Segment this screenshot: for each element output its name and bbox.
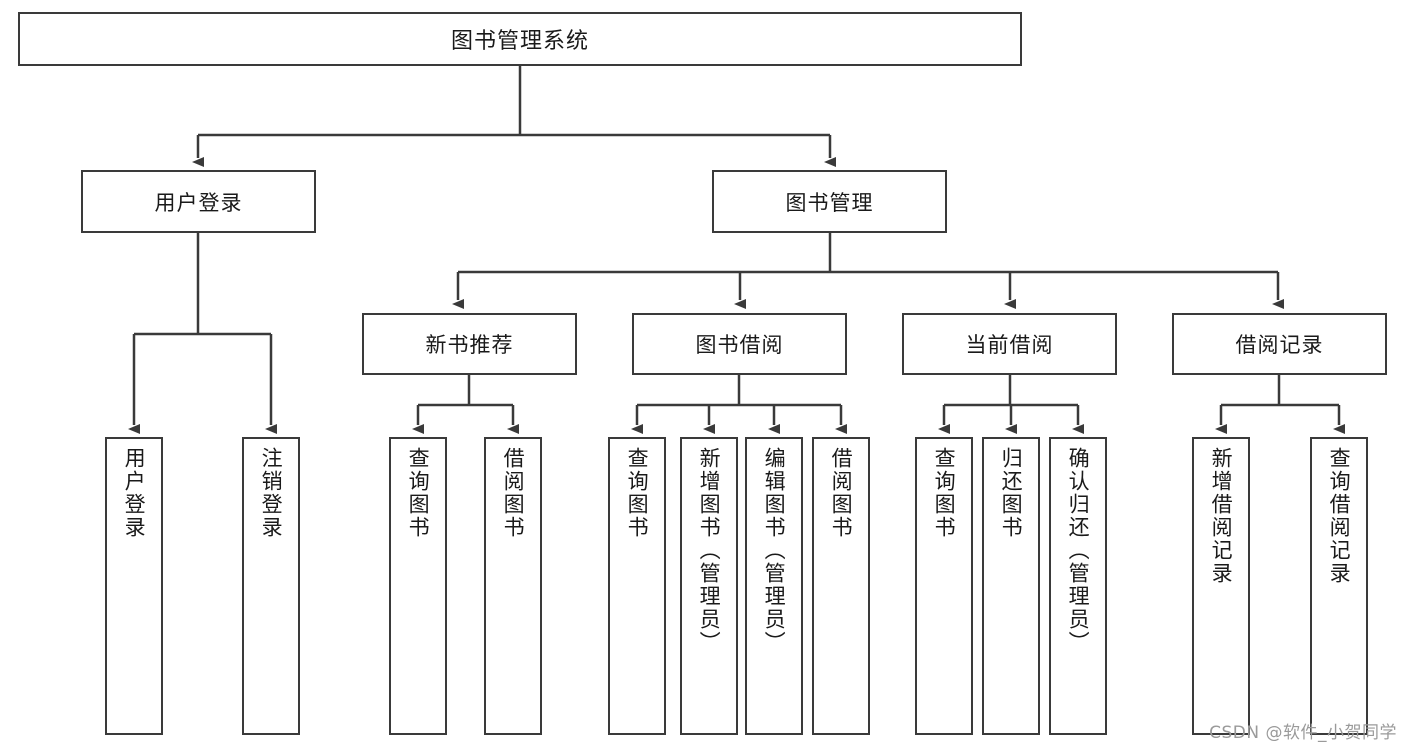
node-leaf-record-add[interactable]: 新增借阅记录 [1192, 437, 1250, 735]
node-leaf-borrow-borrow-book[interactable]: 借阅图书 [812, 437, 870, 735]
watermark-text: CSDN @软件_小贺同学 [1209, 723, 1397, 743]
node-label: 用户登录 [154, 190, 243, 215]
node-label: 查询图书 [625, 447, 650, 539]
node-label: 编辑图书（管理员） [762, 447, 787, 654]
node-label: 图书管理系统 [450, 29, 589, 54]
node-leaf-borrow-add-book[interactable]: 新增图书（管理员） [680, 437, 738, 735]
node-leaf-user-login[interactable]: 用户登录 [105, 437, 163, 735]
node-label: 借阅图书 [501, 447, 526, 539]
node-leaf-user-logout[interactable]: 注销登录 [242, 437, 300, 735]
node-leaf-recommend-borrow-book[interactable]: 借阅图书 [484, 437, 542, 735]
node-new-book-recommend[interactable]: 新书推荐 [362, 313, 577, 375]
node-label: 图书管理 [785, 190, 874, 215]
node-label: 当前借阅 [965, 333, 1054, 357]
node-label: 确认归还（管理员） [1066, 447, 1091, 654]
node-leaf-borrow-edit-book[interactable]: 编辑图书（管理员） [745, 437, 803, 735]
node-label: 新书推荐 [425, 333, 514, 357]
node-borrow-record[interactable]: 借阅记录 [1172, 313, 1387, 375]
node-book-borrow[interactable]: 图书借阅 [632, 313, 847, 375]
node-label: 查询借阅记录 [1327, 447, 1352, 585]
node-leaf-current-query-book[interactable]: 查询图书 [915, 437, 973, 735]
node-leaf-current-confirm-return[interactable]: 确认归还（管理员） [1049, 437, 1107, 735]
node-leaf-borrow-query-book[interactable]: 查询图书 [608, 437, 666, 735]
node-root-system[interactable]: 图书管理系统 [18, 12, 1022, 66]
node-leaf-recommend-query-book[interactable]: 查询图书 [389, 437, 447, 735]
node-book-management[interactable]: 图书管理 [712, 170, 947, 233]
node-label: 新增图书（管理员） [697, 447, 722, 654]
node-leaf-current-return-book[interactable]: 归还图书 [982, 437, 1040, 735]
node-label: 图书借阅 [695, 333, 784, 357]
node-label: 查询图书 [932, 447, 957, 539]
node-label: 查询图书 [406, 447, 431, 539]
node-label: 归还图书 [999, 447, 1024, 539]
node-label: 借阅图书 [829, 447, 854, 539]
node-label: 注销登录 [259, 447, 284, 539]
node-leaf-record-query[interactable]: 查询借阅记录 [1310, 437, 1368, 735]
node-user-login[interactable]: 用户登录 [81, 170, 316, 233]
node-label: 新增借阅记录 [1209, 447, 1234, 585]
node-label: 用户登录 [122, 447, 147, 539]
node-current-borrow[interactable]: 当前借阅 [902, 313, 1117, 375]
node-label: 借阅记录 [1235, 333, 1324, 357]
